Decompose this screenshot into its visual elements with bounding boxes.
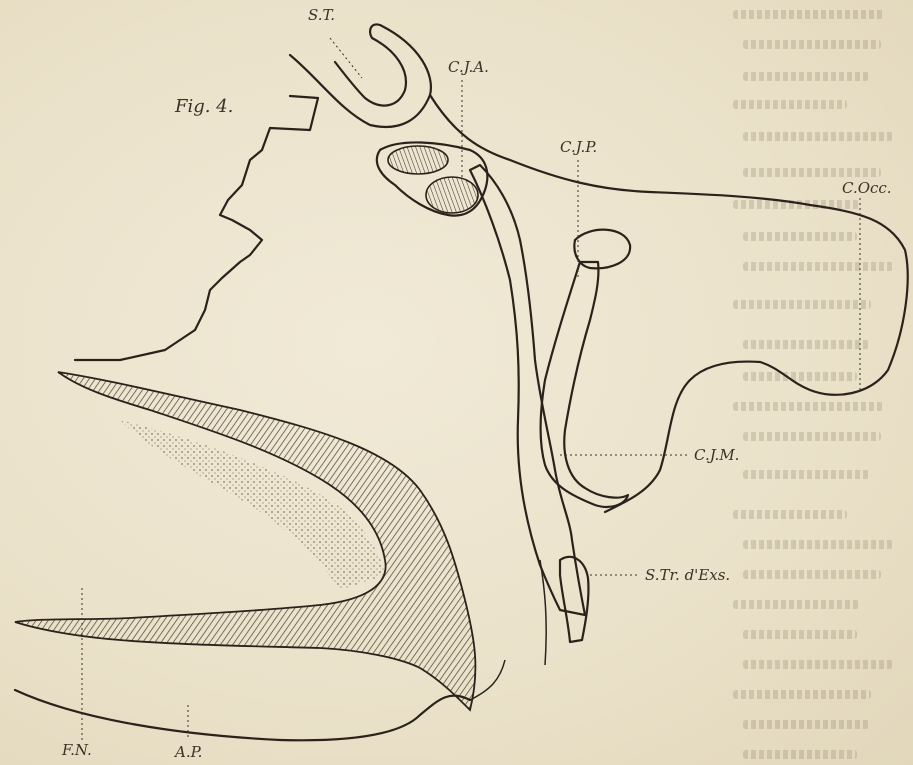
- cavity-ellipse-2: [426, 177, 478, 213]
- lower-process: [560, 557, 588, 642]
- label-ap: A.P.: [173, 743, 202, 761]
- sella-turcica-outline: [290, 24, 431, 127]
- label-fn: F.N.: [61, 741, 92, 759]
- label-str-dexs: S.Tr. d'Exs.: [645, 566, 730, 584]
- label-cocc: C.Occ.: [842, 179, 892, 197]
- skull-base-outline: [430, 95, 908, 512]
- tongue-mass: [15, 372, 475, 710]
- descending-canal-right: [540, 262, 628, 507]
- label-cjm: C.J.M.: [694, 446, 739, 464]
- head-profile-outline: [75, 96, 318, 360]
- leader-st: [330, 38, 362, 78]
- cavity-ellipse-1: [388, 146, 448, 174]
- label-cjp: C.J.P.: [560, 138, 597, 156]
- label-cja: C.J.A.: [448, 58, 489, 76]
- descending-canal-left: [470, 165, 585, 615]
- label-st: S.T.: [308, 6, 335, 24]
- figure-title: Fig. 4.: [174, 96, 233, 117]
- mouth-floor-outline: [15, 690, 470, 740]
